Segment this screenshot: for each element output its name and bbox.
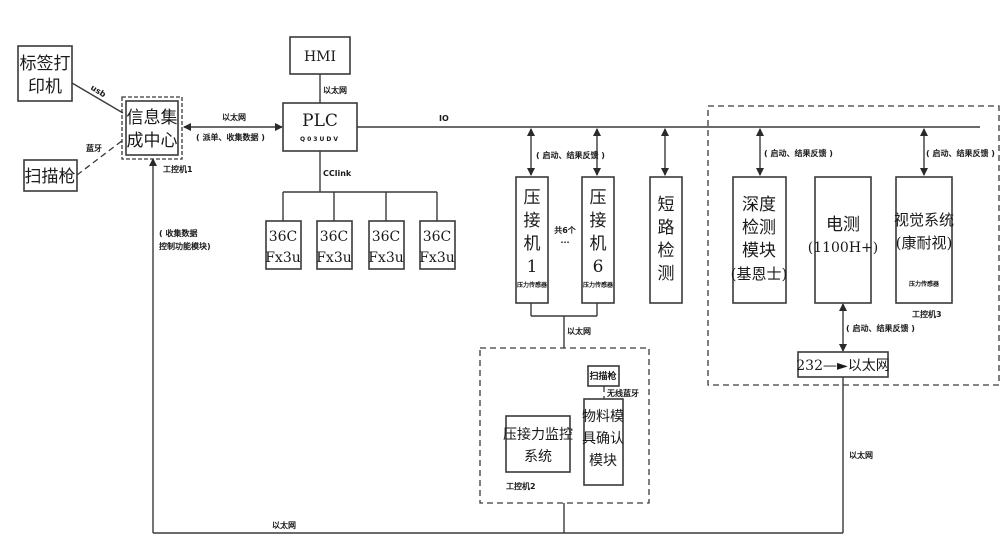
electric-test-label: 电测 <box>826 215 860 235</box>
info-center-node[interactable]: 信息集 成中心 <box>121 96 183 160</box>
fx3u-label: Fx3u <box>316 250 352 266</box>
hmi-ethernet-label: 以太网 <box>323 85 347 95</box>
depth-detection-module-node[interactable]: 深度 检测 模块 (基恩士) <box>731 176 788 304</box>
start-feedback-label: ( 启动、结果反馈 ) <box>764 148 833 158</box>
converter-label: 232—►以太网 <box>796 358 890 374</box>
press-force-monitor-node[interactable]: 压接力监控 系统 <box>503 415 573 473</box>
usb-label: usb <box>89 83 108 99</box>
press-machine-6-node[interactable]: 压 接 机 6 压力传感器 <box>581 176 615 304</box>
fx3u-node-2[interactable]: 36C Fx3u <box>316 220 353 270</box>
short-test-label: 测 <box>658 264 675 284</box>
press-machine-1-node[interactable]: 压 接 机 1 压力传感器 <box>515 176 549 304</box>
wireless-bluetooth-label: 无线蓝牙 <box>606 388 639 398</box>
press-count-dots: ··· <box>560 238 569 247</box>
material-module-label: 物料模 <box>582 409 624 425</box>
fx3u-node-3[interactable]: 36C Fx3u <box>368 220 405 270</box>
short-test-label: 短 <box>658 195 675 215</box>
press6-label: 机 <box>590 234 607 254</box>
press1-label: 1 <box>527 257 538 277</box>
electric-test-node[interactable]: 电测 (1100H+) <box>808 176 879 304</box>
label-printer-label: 标签打 <box>20 54 71 74</box>
press6-label: 接 <box>590 211 607 231</box>
ipc2-scanner-label: 扫描枪 <box>589 370 617 382</box>
scanner-node[interactable]: 扫描枪 <box>23 159 78 192</box>
hmi-label: HMI <box>304 49 336 65</box>
pressure-sensor-label: 压力传感器 <box>583 281 614 289</box>
plc-node[interactable]: PLC Q03UDV <box>282 102 358 152</box>
vision-system-label: (康耐视) <box>896 234 953 252</box>
bluetooth-label: 蓝牙 <box>86 143 102 153</box>
fx3u-label: Fx3u <box>265 250 301 266</box>
pressure-sensor-label: 压力传感器 <box>517 281 548 289</box>
fx3u-label: 36C <box>320 229 349 245</box>
collect-data-label: 控制功能模块) <box>159 241 211 251</box>
fx3u-label: Fx3u <box>419 250 455 266</box>
ipc3-caption: 工控机3 <box>912 309 942 319</box>
plc-label: PLC <box>302 111 338 131</box>
depth-module-label: 模块 <box>742 241 776 261</box>
rs232-ethernet-converter-node[interactable]: 232—►以太网 <box>796 351 890 378</box>
material-module-label: 具确认 <box>582 431 624 447</box>
ipc2-scanner-node[interactable]: 扫描枪 <box>587 365 620 387</box>
fx3u-label: 36C <box>423 229 452 245</box>
start-feedback-label: ( 启动、结果反馈 ) <box>536 150 605 160</box>
plc-model: Q03UDV <box>300 136 340 143</box>
press1-label: 机 <box>524 234 541 254</box>
press6-label: 压 <box>590 188 607 208</box>
fx3u-node-4[interactable]: 36C Fx3u <box>419 220 456 270</box>
ethernet-label: 以太网 <box>222 112 246 122</box>
pressure-sensor-label: 压力传感器 <box>909 280 940 288</box>
order-data-label: ( 派单、收集数据 ) <box>196 132 265 142</box>
connections <box>71 74 980 534</box>
ipc2-group <box>479 347 650 504</box>
bottom-ethernet-label: 以太网 <box>272 520 296 530</box>
label-printer-label: 印机 <box>28 77 62 97</box>
depth-module-label: (基恩士) <box>731 265 788 283</box>
short-test-label: 检 <box>658 241 675 261</box>
fx3u-node-1[interactable]: 36C Fx3u <box>265 220 302 270</box>
fx3u-label: 36C <box>372 229 401 245</box>
vision-system-label: 视觉系统 <box>894 211 954 229</box>
start-feedback-label: ( 启动、结果反馈 ) <box>926 148 995 158</box>
vision-system-node[interactable]: 视觉系统 (康耐视) 压力传感器 <box>894 176 954 304</box>
info-center-label: 信息集 <box>127 108 178 128</box>
depth-module-label: 检测 <box>742 218 776 238</box>
ipc3-group <box>707 105 1000 386</box>
depth-module-label: 深度 <box>742 195 776 215</box>
material-mold-confirm-module-node[interactable]: 物料模 具确认 模块 <box>582 398 624 486</box>
scanner-label: 扫描枪 <box>25 167 76 187</box>
ipc2-caption: 工控机2 <box>506 481 536 491</box>
short-test-label: 路 <box>658 218 675 238</box>
press-monitor-label: 压接力监控 <box>503 426 573 443</box>
press1-label: 压 <box>524 188 541 208</box>
press6-label: 6 <box>593 257 604 277</box>
short-circuit-test-node[interactable]: 短 路 检 测 <box>649 176 683 304</box>
io-label: IO <box>439 114 449 123</box>
ipc1-caption: 工控机1 <box>163 164 193 174</box>
press-monitor-label: 系统 <box>524 449 552 465</box>
usb-link <box>71 82 124 114</box>
electric-test-label: (1100H+) <box>808 240 879 256</box>
material-module-label: 模块 <box>589 453 617 469</box>
press-count-label: 共6个 <box>554 225 577 235</box>
cclink-label: CClink <box>323 169 352 178</box>
press-ethernet-label: 以太网 <box>567 326 591 336</box>
start-feedback-label: ( 启动、结果反馈 ) <box>846 323 915 333</box>
converter-ethernet-label: 以太网 <box>849 450 873 460</box>
label-printer-node[interactable]: 标签打 印机 <box>17 45 73 102</box>
hmi-node[interactable]: HMI <box>289 36 351 75</box>
fx3u-label: 36C <box>269 229 298 245</box>
collect-data-label: ( 收集数据 <box>159 228 197 238</box>
press1-label: 接 <box>524 211 541 231</box>
info-center-label: 成中心 <box>127 131 178 151</box>
fx3u-label: Fx3u <box>368 250 404 266</box>
